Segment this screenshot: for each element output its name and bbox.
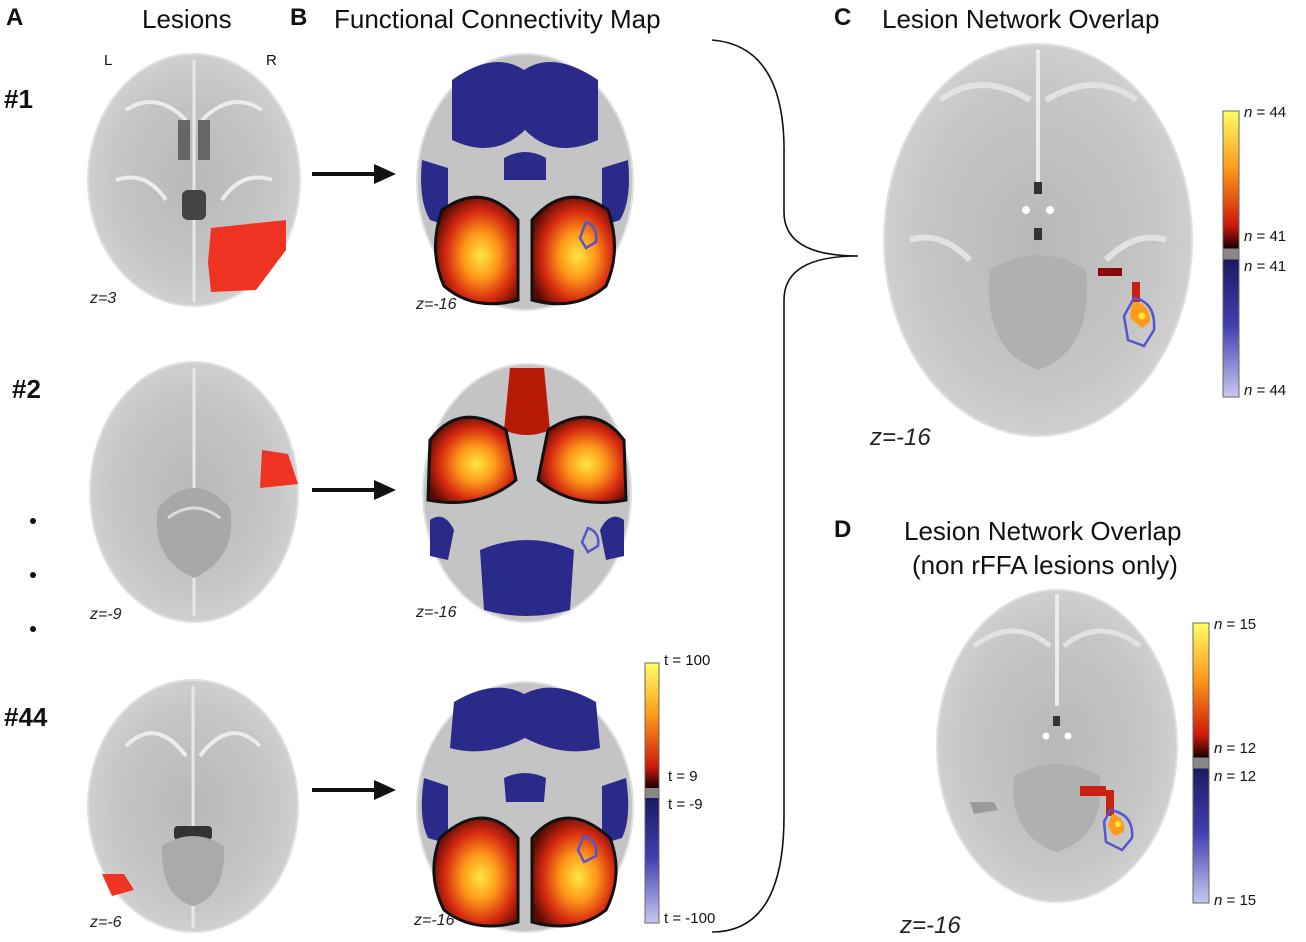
orientation-left: L [104, 52, 113, 69]
fc-z-44: z=-16 [414, 912, 455, 929]
rffa-outline [1102, 808, 1134, 852]
arrow-right [312, 480, 396, 500]
panel-letter-a: A [6, 4, 24, 31]
fc-map-1 [416, 53, 634, 311]
colorbar-d-max: n = 15 [1214, 616, 1257, 633]
lesion-z-44: z=-6 [90, 914, 122, 931]
case-label-44: #44 [4, 702, 48, 732]
panel-title-d-line1: Lesion Network Overlap [904, 516, 1182, 546]
colorbar-fc-pos-thr: t = 9 [668, 768, 698, 785]
fc-z-1: z=-16 [416, 296, 457, 313]
orientation-right: R [266, 52, 277, 69]
colorbar-fc-min: t = -100 [664, 910, 716, 927]
overlap-brain-c [883, 43, 1193, 437]
lesion-brain-1 [87, 53, 301, 307]
ellipsis-dot [30, 572, 36, 578]
lesion-brain-44 [87, 679, 299, 933]
fc-map-44 [416, 681, 634, 933]
rffa-outline [580, 526, 600, 554]
lesion-brain-2 [89, 361, 299, 623]
rffa-outline [1122, 296, 1156, 348]
arrow-right [312, 780, 396, 800]
panel-letter-d: D [834, 516, 852, 543]
colorbar-c-pos-thr: n = 41 [1244, 228, 1287, 245]
case-label-1: #1 [4, 84, 33, 114]
colorbar-d-pos-thr: n = 12 [1214, 740, 1257, 757]
panel-title-a: Lesions [142, 4, 232, 34]
fc-map-2 [422, 363, 632, 623]
colorbar-d [1192, 622, 1210, 904]
colorbar-c-max: n = 44 [1244, 104, 1287, 121]
colorbar-c-min: n = 44 [1244, 382, 1287, 399]
lesion-region [260, 450, 298, 488]
panel-letter-c: C [834, 4, 852, 31]
lesion-region [102, 874, 134, 896]
colorbar-fc-neg-thr: t = -9 [668, 796, 703, 813]
colorbar-d-min: n = 15 [1214, 892, 1257, 909]
ellipsis-dot [30, 626, 36, 632]
lesion-z-1: z=3 [90, 290, 117, 307]
overlap-brain-d [936, 589, 1178, 903]
lesion-region [208, 220, 286, 292]
colorbar-c-neg-thr: n = 41 [1244, 258, 1287, 275]
panel-title-b: Functional Connectivity Map [334, 4, 661, 34]
lesion-z-2: z=-9 [90, 606, 122, 623]
colorbar-d-neg-thr: n = 12 [1214, 768, 1257, 785]
ellipsis-dot [30, 518, 36, 524]
panel-title-d-line2: (non rFFA lesions only) [912, 550, 1178, 580]
colorbar-fc [644, 662, 660, 924]
panel-c-z: z=-16 [870, 424, 931, 451]
panel-letter-b: B [290, 4, 308, 31]
arrow-right [312, 164, 396, 184]
colorbar-fc-max: t = 100 [664, 652, 711, 669]
rffa-outline [578, 220, 598, 250]
brace [711, 39, 859, 933]
panel-d-z: z=-16 [900, 912, 961, 939]
fc-z-2: z=-16 [416, 604, 457, 621]
panel-title-c: Lesion Network Overlap [882, 4, 1160, 34]
case-label-2: #2 [12, 374, 41, 404]
rffa-outline [576, 834, 598, 864]
colorbar-c [1222, 110, 1240, 398]
